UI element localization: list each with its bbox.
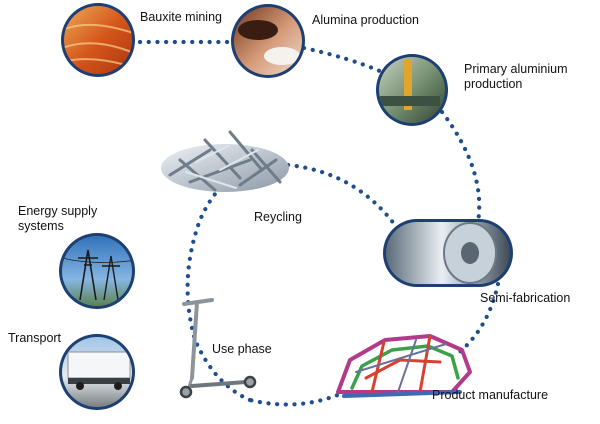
- label-primary-aluminium-production: Primary aluminium production: [464, 62, 568, 92]
- label-alumina-production: Alumina production: [312, 13, 420, 27]
- use-phase-scooter-image: [179, 298, 257, 399]
- connector-use-loop: [185, 165, 265, 403]
- label-primary-line2: production: [464, 77, 523, 91]
- semi-fabrication-image: [383, 219, 513, 287]
- connector-recycling-to-semi: [285, 162, 398, 228]
- recycling-scrap-image: [161, 130, 289, 192]
- product-manufacture-car-frame-image: [336, 334, 472, 398]
- label-bauxite-mining: Bauxite mining: [140, 10, 222, 24]
- label-recycling: Reycling: [254, 210, 302, 224]
- label-primary-line1: Primary aluminium: [464, 62, 568, 76]
- label-transport: Transport: [8, 331, 62, 345]
- connector-alumina-to-primary: [301, 45, 385, 75]
- label-energy-line2: systems: [18, 219, 64, 233]
- label-energy-line1: Energy supply: [18, 204, 98, 218]
- primary-aluminium-production-image: [376, 54, 448, 126]
- label-semi-fabrication: Semi-fabrication: [480, 291, 571, 305]
- label-energy-supply-systems: Energy supply systems: [18, 204, 97, 234]
- label-use-phase: Use phase: [212, 342, 272, 356]
- connector-product-to-use: [247, 389, 348, 407]
- energy-supply-systems-image: [59, 233, 135, 309]
- alumina-production-image: [231, 4, 305, 78]
- transport-image: [59, 334, 135, 410]
- connector-primary-to-semi: [439, 109, 482, 225]
- label-product-manufacture: Product manufacture: [432, 388, 549, 402]
- bauxite-mining-image: [61, 3, 135, 77]
